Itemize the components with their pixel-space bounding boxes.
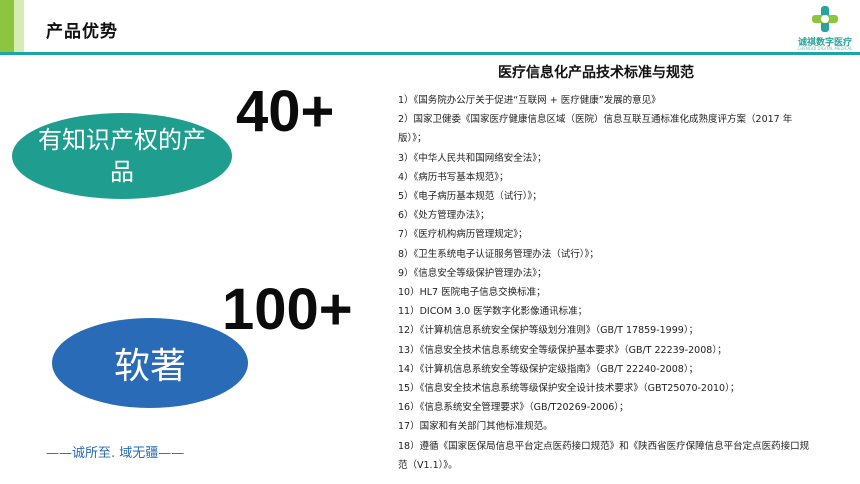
list-item: 15）《信息安全技术信息系统等级保护安全设计技术要求》（GBT25070-201…: [398, 383, 740, 395]
page-title: 产品优势: [46, 22, 118, 42]
list-item: 14）《计算机信息系统安全等级保护定级指南》（GB/T 22240-2008）；: [398, 363, 699, 375]
slogan: ——诚所至. 域无疆——: [46, 446, 185, 461]
standards-title: 医疗信息化产品技术标准与规范: [498, 65, 694, 81]
ip-products-oval: 有知识产权的产品: [12, 113, 232, 199]
list-item: 6）《处方管理办法》；: [398, 210, 490, 222]
logo-subtext: CHENGQI DIGITAL MEDICAL: [797, 46, 853, 51]
list-item: 3）《中华人民共和国网络安全法》；: [398, 152, 547, 164]
list-item: 9）《信息安全等级保护管理办法》；: [398, 267, 547, 279]
logo-text: 诚祺数字医疗: [797, 38, 852, 48]
list-item: 12）《计算机信息系统安全保护等级划分准则》（GB/T 17859-1999）；: [398, 325, 699, 337]
medical-cross-logo-icon: [812, 6, 838, 32]
accent-bar: [0, 0, 14, 52]
list-item: 2）国家卫健委《国家医疗健康信息区域（医院）信息互联互通标准化成熟度评方案（20…: [398, 114, 793, 145]
header-divider: [0, 52, 860, 55]
list-item: 7）《医疗机构病历管理规定》；: [398, 229, 528, 241]
software-copyright-oval: 软著: [52, 318, 248, 408]
list-item: 17）国家和有关部门其他标准规范。: [398, 421, 553, 433]
software-copyright-label: 软著: [113, 346, 186, 387]
accent-bar-light: [14, 0, 24, 52]
company-logo: 诚祺数字医疗 CHENGQI DIGITAL MEDICAL: [796, 4, 854, 51]
list-item: 5）《电子病历基本规范（试行）》；: [398, 191, 542, 203]
list-item: 4）《病历书写基本规范》；: [398, 171, 509, 183]
list-item: 8）《卫生系统电子认证服务管理办法（试行）》；: [398, 248, 599, 260]
standards-list: 1）《国务院办公厅关于促进“互联网 + 医疗健康”发展的意见》 2）国家卫健委《…: [398, 91, 818, 475]
list-item: 1）《国务院办公厅关于促进“互联网 + 医疗健康”发展的意见》: [398, 95, 661, 106]
list-item: 10）HL7 医院电子信息交换标准；: [398, 287, 546, 299]
header-bar: 产品优势 诚祺数字医疗 CHENGQI DIGITAL MEDICAL: [0, 0, 860, 52]
list-item: 18）遵循《国家医保局信息平台定点医药接口规范》和《陕西省医疗保障信息平台定点医…: [398, 440, 810, 471]
list-item: 13）《信息安全技术信息系统安全等级保护基本要求》（GB/T 22239-200…: [398, 344, 727, 356]
software-copyright-count: 100+: [222, 277, 353, 342]
ip-products-count: 40+: [236, 79, 335, 144]
list-item: 16）《信息系统安全管理要求》（GB/T20269-2006）；: [398, 402, 629, 414]
ip-products-label: 有知识产权的产品: [38, 126, 206, 186]
list-item: 11）DICOM 3.0 医学数字化影像通讯标准；: [398, 306, 588, 318]
